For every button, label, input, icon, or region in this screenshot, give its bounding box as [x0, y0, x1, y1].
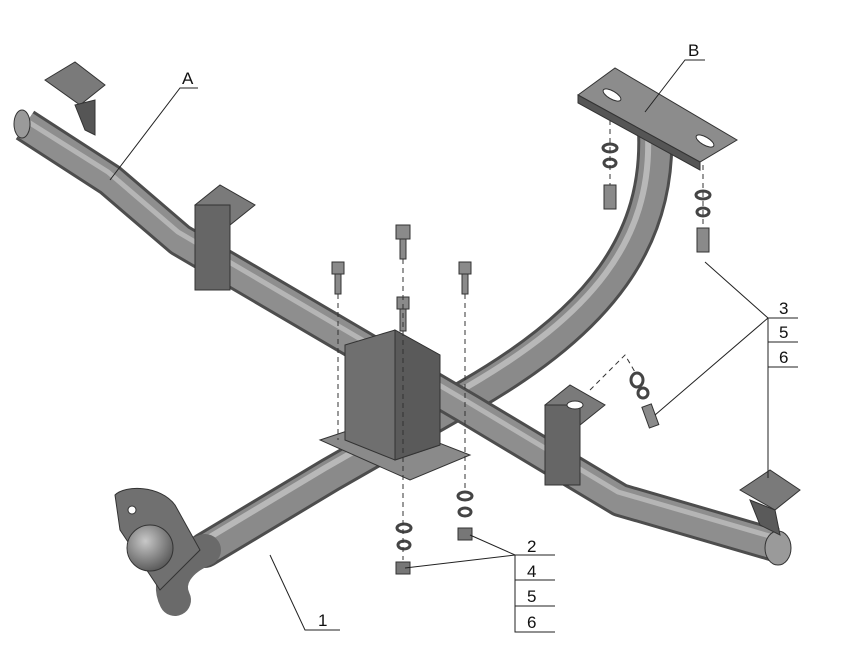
main-crossbar-tube: [13, 109, 792, 566]
bracket-left-end: [44, 61, 106, 136]
label-part-1: 1: [318, 611, 327, 630]
leader-lines: [109, 59, 798, 633]
mounting-plate-b: [577, 67, 738, 171]
tow-ball: [114, 487, 201, 591]
label-part-2: 2: [527, 537, 536, 556]
nuts: [395, 527, 473, 575]
label-part-5-right: 5: [779, 323, 788, 342]
label-part-4: 4: [527, 562, 536, 581]
label-a: A: [182, 69, 194, 88]
washers-nuts: [395, 142, 712, 551]
assembly-guide-lines: [337, 120, 704, 560]
ball-arm-tube: [155, 112, 674, 616]
label-part-5: 5: [527, 587, 536, 606]
bolts: [331, 184, 710, 429]
label-part-6: 6: [527, 613, 536, 632]
label-part-6-right: 6: [779, 348, 788, 367]
bracket-right-mid: [544, 384, 606, 486]
center-clamp: [318, 329, 472, 481]
bracket-right-end: [739, 469, 801, 536]
label-b: B: [688, 41, 699, 60]
bracket-left-mid: [194, 184, 256, 291]
label-part-3: 3: [779, 299, 788, 318]
